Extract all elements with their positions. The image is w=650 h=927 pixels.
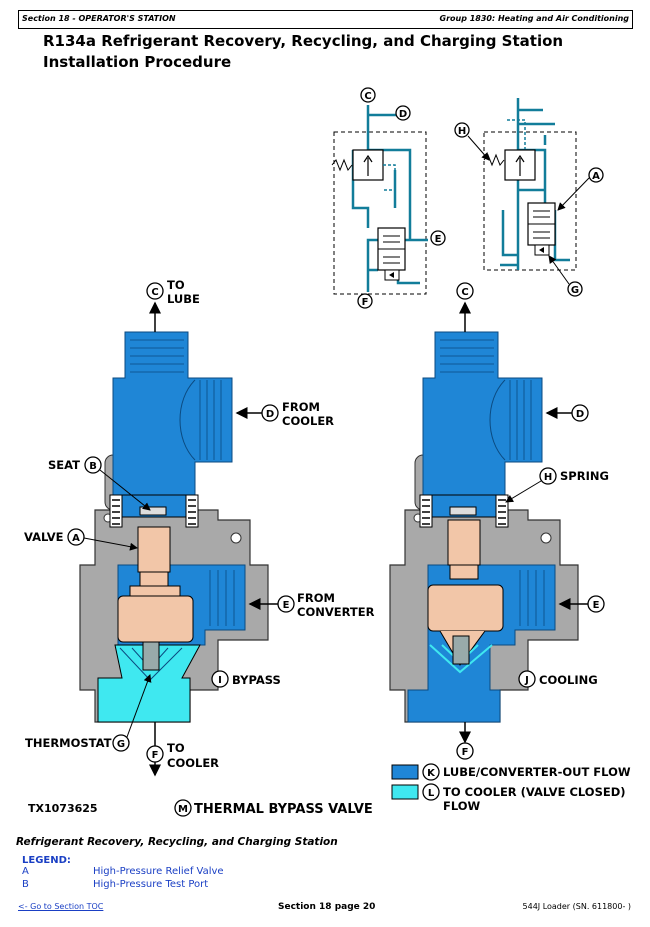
model-label: 544J Loader (SN. 611800- ) bbox=[522, 902, 631, 911]
label-spring: SPRING bbox=[560, 469, 609, 483]
flow-color-key: K LUBE/CONVERTER-OUT FLOW L TO COOLER (V… bbox=[391, 763, 631, 813]
label-seat: SEAT bbox=[48, 458, 80, 472]
legend-row: B High-Pressure Test Port bbox=[22, 879, 208, 892]
callout-h-right-schematic: H bbox=[458, 126, 466, 137]
label-valve: VALVE bbox=[24, 530, 64, 544]
label-from-converter-1: FROM bbox=[297, 591, 335, 605]
label-thermostat: THERMOSTAT bbox=[25, 736, 112, 750]
label-from-cooler-2: COOLER bbox=[282, 414, 334, 428]
callout-a-valve: A bbox=[72, 533, 80, 544]
schematic-left: C D E F bbox=[331, 87, 446, 309]
label-to-cooler-1: TO bbox=[167, 741, 185, 755]
legend-key: B bbox=[22, 879, 29, 890]
callouts-right: C D H SPRING E J COOLING F bbox=[456, 282, 609, 760]
figure-title: THERMAL BYPASS VALVE bbox=[194, 802, 373, 817]
callout-i-bypass: I bbox=[218, 675, 222, 686]
figure-id: TX1073625 bbox=[28, 802, 98, 815]
label-to-cooler-valve-closed-1: TO COOLER (VALVE CLOSED) bbox=[443, 785, 626, 799]
label-to-lube-1: TO bbox=[167, 278, 185, 292]
callout-e-from-converter: E bbox=[283, 600, 290, 611]
legend-key: A bbox=[22, 866, 29, 877]
callout-b-seat: B bbox=[89, 461, 97, 472]
page-title-line-2: Installation Procedure bbox=[43, 53, 232, 71]
legend-value: High-Pressure Test Port bbox=[93, 879, 209, 890]
page-header: Section 18 - OPERATOR'S STATION Group 18… bbox=[18, 10, 633, 29]
label-to-cooler-valve-closed-2: FLOW bbox=[443, 799, 481, 813]
legend-row: A High-Pressure Relief Valve bbox=[22, 866, 224, 879]
thermal-bypass-valve-diagram: C D E F H A G bbox=[24, 87, 631, 817]
callout-a-right-schematic: A bbox=[592, 171, 600, 182]
callout-f-to-cooler: F bbox=[152, 750, 159, 761]
page-title: R134a Refrigerant Recovery, Recycling, a… bbox=[43, 31, 563, 73]
legend-value: High-Pressure Relief Valve bbox=[93, 866, 224, 877]
callout-g-thermostat: G bbox=[117, 739, 125, 750]
label-from-cooler-1: FROM bbox=[282, 400, 320, 414]
callout-d-left: D bbox=[399, 109, 407, 120]
group-label: Group 1830: Heating and Air Conditioning bbox=[439, 14, 629, 23]
callout-j-cooling: J bbox=[524, 675, 529, 686]
go-to-section-toc-link[interactable]: <- Go to Section TOC bbox=[18, 902, 104, 911]
callout-e-left: E bbox=[435, 234, 442, 245]
schematic-right: H A G bbox=[454, 98, 604, 297]
label-cooling: COOLING bbox=[539, 673, 598, 687]
callout-k: K bbox=[427, 768, 436, 779]
label-lube-converter-out-flow: LUBE/CONVERTER-OUT FLOW bbox=[443, 765, 631, 779]
callout-l: L bbox=[428, 788, 435, 799]
callouts-left: C TO LUBE D FROM COOLER SEAT B VALVE A E… bbox=[24, 278, 375, 777]
callout-e-right: E bbox=[593, 600, 600, 611]
legend: LEGEND: A High-Pressure Relief Valve B H… bbox=[22, 855, 224, 892]
valve-bypass bbox=[79, 331, 269, 723]
callout-c-to-lube: C bbox=[151, 287, 158, 298]
callout-c-right: C bbox=[461, 287, 468, 298]
label-bypass: BYPASS bbox=[232, 673, 281, 687]
callout-f-left: F bbox=[362, 297, 369, 308]
label-to-cooler-2: COOLER bbox=[167, 756, 219, 770]
label-from-converter-2: CONVERTER bbox=[297, 605, 375, 619]
page-title-line-1: R134a Refrigerant Recovery, Recycling, a… bbox=[43, 32, 564, 50]
callout-g-right-schematic: G bbox=[571, 285, 579, 296]
legend-title: LEGEND: bbox=[22, 855, 71, 866]
callout-f-right: F bbox=[462, 747, 469, 758]
page-number: Section 18 page 20 bbox=[278, 902, 376, 912]
callout-c-left: C bbox=[364, 91, 371, 102]
callout-h-spring: H bbox=[544, 472, 552, 483]
callout-d-from-cooler: D bbox=[266, 409, 274, 420]
valve-cooling bbox=[389, 331, 579, 723]
callout-d-right: D bbox=[576, 409, 584, 420]
section-label: Section 18 - OPERATOR'S STATION bbox=[22, 14, 176, 23]
label-to-lube-2: LUBE bbox=[167, 292, 200, 306]
figure-caption: Refrigerant Recovery, Recycling, and Cha… bbox=[16, 836, 338, 848]
callout-m: M bbox=[178, 804, 188, 815]
